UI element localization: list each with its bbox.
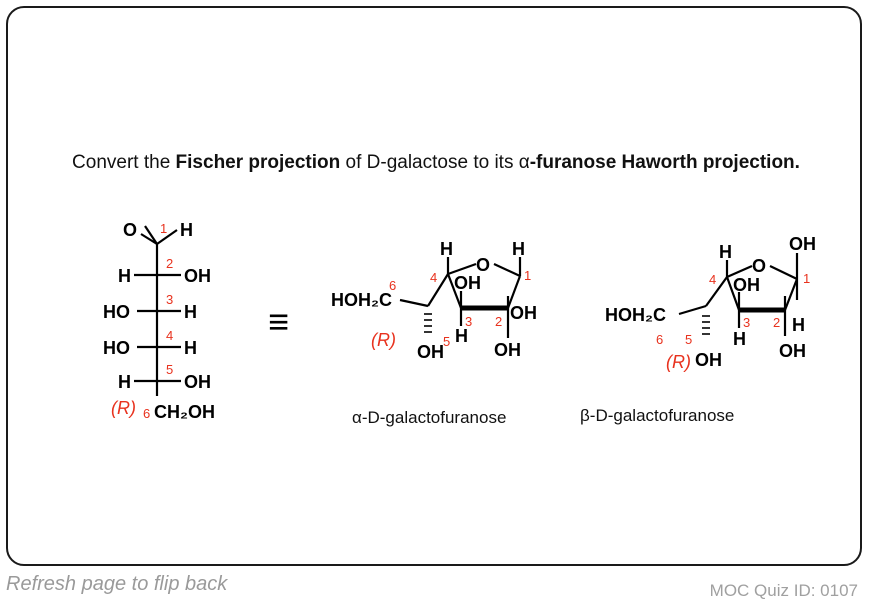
fischer-c5-left: H: [118, 372, 131, 392]
beta-num-1: 1: [803, 271, 810, 286]
beta-c2-h: H: [792, 315, 805, 335]
alpha-c5-oh: OH: [417, 342, 444, 362]
beta-c3-h: H: [733, 329, 746, 349]
alpha-c4-oh: OH: [454, 273, 481, 293]
alpha-num-5: 5: [443, 334, 450, 349]
fischer-num-3: 3: [166, 292, 173, 307]
alpha-c4-h: H: [440, 239, 453, 259]
beta-c2-oh: OH: [779, 341, 806, 361]
beta-c4-h: H: [719, 242, 732, 262]
alpha-num-3: 3: [465, 314, 472, 329]
beta-caption: β-D-galactofuranose: [580, 406, 734, 425]
fischer-c3-right: H: [184, 302, 197, 322]
beta-ring-oxygen: O: [752, 256, 766, 276]
alpha-num-4: 4: [430, 270, 437, 285]
alpha-num-6: 6: [389, 278, 396, 293]
fischer-c6: CH₂OH: [154, 402, 215, 422]
question-bold-furanose: -furanose Haworth projection.: [529, 152, 800, 173]
fischer-c4-left: HO: [103, 338, 130, 358]
fischer-c2-left: H: [118, 266, 131, 286]
beta-c5-oh: OH: [695, 350, 722, 370]
alpha-c2-oh: OH: [510, 303, 537, 323]
fischer-num-1: 1: [160, 221, 167, 236]
alpha-c6-group: HOH₂C: [331, 290, 392, 310]
fischer-h-top: H: [180, 220, 193, 240]
beta-c4-oh: OH: [733, 275, 760, 295]
beta-num-5: 5: [685, 332, 692, 347]
beta-num-6: 6: [656, 332, 663, 347]
fischer-c5-right: OH: [184, 372, 211, 392]
question-bold-fischer: Fischer projection: [175, 152, 341, 173]
question-alpha: α: [518, 152, 530, 173]
fischer-stereo-label: (R): [111, 398, 136, 418]
fischer-num-4: 4: [166, 328, 173, 343]
quiz-id: MOC Quiz ID: 0107: [709, 581, 858, 600]
alpha-stereo-label: (R): [371, 330, 396, 350]
beta-stereo-label: (R): [666, 352, 691, 372]
alpha-c3-h: H: [455, 326, 468, 346]
beta-c1-oh: OH: [789, 234, 816, 254]
fischer-o-top: O: [123, 220, 137, 240]
beta-num-4: 4: [709, 272, 716, 287]
question-text: Convert the Fischer projection of D-gala…: [0, 152, 872, 174]
alpha-c2-oh-down: OH: [494, 340, 521, 360]
alpha-caption: α-D-galactofuranose: [352, 408, 506, 427]
question-prefix: Convert the: [72, 152, 176, 173]
alpha-ring-oxygen: O: [476, 255, 490, 275]
question-middle: of D-galactose to its: [340, 152, 519, 173]
beta-furanose: O H OH OH H H OH HOH₂C OH 4 1 3 2 6 5 (R…: [580, 234, 816, 425]
beta-num-3: 3: [743, 315, 750, 330]
alpha-num-2: 2: [495, 314, 502, 329]
alpha-furanose: O H H OH H OH OH HOH₂C OH 4 1 3 2 6 5 (R…: [331, 239, 537, 427]
equivalence-symbol: ≡: [268, 301, 289, 342]
fischer-num-5: 5: [166, 362, 173, 377]
beta-num-2: 2: [773, 315, 780, 330]
fischer-c3-left: HO: [103, 302, 130, 322]
fischer-c4-right: H: [184, 338, 197, 358]
flip-back-hint: Refresh page to flip back: [6, 573, 228, 595]
fischer-num-6: 6: [143, 406, 150, 421]
fischer-num-2: 2: [166, 256, 173, 271]
fischer-projection: O H H OH HO H HO H H OH CH₂OH 1 2 3 4 5 …: [103, 220, 215, 422]
alpha-c1-h: H: [512, 239, 525, 259]
fischer-c2-right: OH: [184, 266, 211, 286]
alpha-num-1: 1: [524, 268, 531, 283]
beta-c6-group: HOH₂C: [605, 305, 666, 325]
